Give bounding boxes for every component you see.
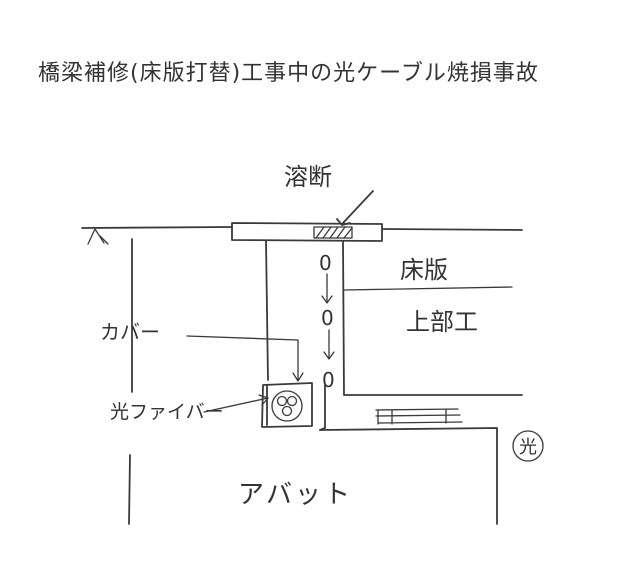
cover-leader-arrowhead <box>292 372 304 382</box>
shaft-left-wall <box>265 240 269 381</box>
drip-arrowhead-2 <box>323 351 335 360</box>
yodan-arrowhead <box>336 218 351 226</box>
label-abut: アバット <box>238 480 353 510</box>
label-shoban: 床版 <box>400 256 448 284</box>
drip-3: 0 <box>322 368 335 392</box>
hikari-mark-text: 光 <box>519 437 537 458</box>
abut-top-surface <box>319 427 498 525</box>
shoban-leader <box>343 286 513 291</box>
cable-bracket <box>319 384 326 431</box>
cable-cover <box>261 382 313 428</box>
deck-slab-top <box>231 222 383 242</box>
bearing-plates <box>375 408 463 425</box>
superstructure-wall <box>342 240 523 396</box>
drip-arrowhead-1 <box>321 295 333 304</box>
ground-line <box>81 226 523 231</box>
diagram-title: 橋梁補修(床版打替)工事中の光ケーブル焼損事故 <box>38 61 539 86</box>
drip-2: 0 <box>321 306 334 330</box>
label-jobukou: 上部工 <box>406 308 478 336</box>
fiber-leader-arrowhead <box>258 394 269 406</box>
fiber-leader <box>203 397 269 413</box>
label-cover: カバー <box>100 320 160 344</box>
yodan-arrow <box>342 190 374 224</box>
abut-left-edge-lower <box>128 454 131 525</box>
melted-area <box>313 226 353 239</box>
cover-leader <box>186 335 299 381</box>
fiber-cable-section <box>271 390 303 422</box>
ground-hatch <box>87 228 109 245</box>
label-fiber: 光ファイバー <box>110 401 224 423</box>
label-yodan: 溶断 <box>284 163 332 191</box>
drip-1: 0 <box>319 251 332 275</box>
hikari-circle-mark <box>512 430 544 462</box>
